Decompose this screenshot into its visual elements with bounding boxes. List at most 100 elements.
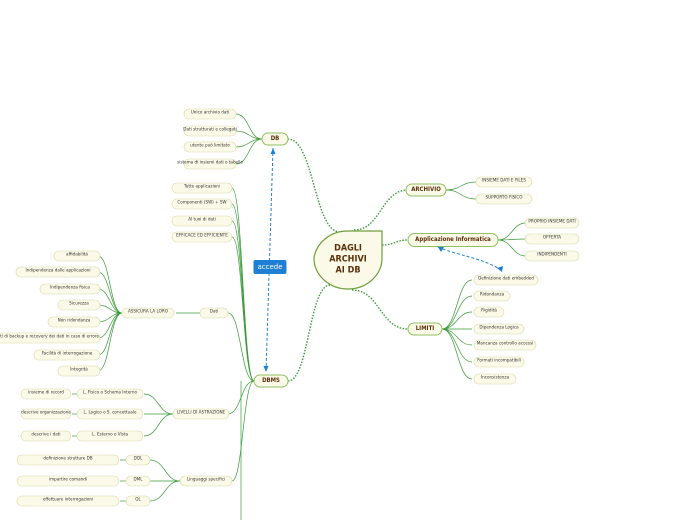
linguaggi-item-2[interactable]: QL [135, 497, 141, 503]
applicazione-item-2[interactable]: INDIPENDENTI [537, 252, 567, 258]
limiti-item-1-shape [473, 290, 511, 302]
archivio-item-1[interactable]: SUPPORTO FISICO [485, 195, 523, 201]
applicazione-item-1-shape [524, 233, 580, 245]
connector-archivio-item [445, 189, 477, 200]
db-item-3-shape [183, 158, 237, 170]
main-node-limiti[interactable]: LIMITI [415, 325, 435, 332]
connector-applicazione-item [497, 239, 527, 257]
dati-item-3[interactable]: Sicurezza [69, 301, 89, 307]
dati-item-1-shape [15, 266, 101, 278]
archivio-item-0-shape [475, 176, 533, 188]
main-node-dbms[interactable]: DBMS [262, 377, 280, 384]
connector-center-archivio [353, 189, 409, 231]
livelli-detail-0-shape [20, 388, 72, 400]
main-node-applicazione[interactable]: Applicazione Informatica [415, 236, 491, 243]
linguaggi-detail-0[interactable]: definizione strutture DB [43, 456, 93, 462]
livelli-hub[interactable]: LIVELLI DI ASTRAZIONE [176, 410, 226, 416]
limiti-item-0[interactable]: Definizione dati embedded [478, 276, 534, 282]
limiti-item-0-shape [473, 274, 539, 286]
connector-limiti-item [441, 295, 473, 330]
connector-dati-item [97, 312, 123, 356]
limiti-item-2[interactable]: Rigidità [481, 308, 497, 314]
connector-center-dbms [287, 284, 331, 382]
connector-dati-item [97, 304, 123, 314]
main-node-db[interactable]: DB [270, 135, 280, 142]
db-item-3[interactable]: sistema di insiemi dati o tabelle [177, 160, 243, 166]
limiti-item-3[interactable]: Dipendenza Logica [479, 325, 519, 331]
limiti-item-4[interactable]: Mancanza controllo accessi [476, 341, 534, 347]
dati-item-4[interactable]: Non ridondanza [57, 318, 91, 324]
connector-limiti-item [441, 328, 473, 380]
dati-item-4-shape [47, 316, 101, 328]
limiti-item-3-shape [473, 323, 525, 335]
livelli-item-0[interactable]: L. Fisico o Schema Interno [82, 390, 138, 396]
dati-item-3-shape [57, 299, 101, 311]
dati-item-7[interactable]: Integrità [70, 367, 88, 373]
applicazione-item-0[interactable]: PROPRIO INSIEME DATI [528, 219, 576, 225]
connector-linguaggi-item [149, 480, 181, 502]
linguaggi-hub-shape [179, 475, 233, 487]
dati-hub[interactable]: Dati [209, 309, 219, 315]
main-node-archivio[interactable]: ARCHIVIO [411, 186, 441, 193]
limiti-item-5[interactable]: Formati incompatibili [477, 358, 521, 364]
relationship-arrow-applicazione [438, 247, 444, 252]
linguaggi-item-0[interactable]: DDL [133, 456, 143, 462]
linguaggi-detail-1-shape [16, 475, 120, 487]
applicazione-item-1[interactable]: OFFERTA [542, 235, 562, 241]
db-item-1[interactable]: Dati strutturati e collegati [183, 127, 237, 133]
limiti-item-6-shape [473, 373, 517, 385]
relationship-arrow-tail [263, 366, 269, 372]
livelli-detail-0[interactable]: insieme di record [28, 390, 64, 396]
db-item-1-shape [183, 125, 237, 137]
db-item-2[interactable]: utente può limitato [190, 143, 230, 149]
livelli-detail-1[interactable]: descrive organizzazione [21, 410, 71, 416]
linguaggi-item-1[interactable]: DML [133, 477, 143, 483]
livelli-item-1[interactable]: L. Logico o S. concettuale [83, 410, 137, 416]
dbms-item-0-shape [171, 182, 233, 194]
dbms-item-1[interactable]: Componenti (SW) + SW [177, 200, 227, 206]
connector-dati-item [97, 255, 123, 314]
dati-item-6[interactable]: Facilità di interrogazione [41, 351, 93, 357]
dati-item-5[interactable]: strumenti di backup e recovery dei dati … [0, 334, 100, 340]
central-topic-line3: AI DB [335, 265, 361, 276]
linguaggi-detail-0-shape [16, 454, 120, 466]
db-item-2-shape [183, 141, 237, 153]
connector-limiti-item [441, 328, 473, 346]
dati-item-0-shape [53, 250, 101, 262]
relationship-arrow-head [270, 148, 276, 154]
dati-item-2[interactable]: Indipendenza fisica [50, 285, 90, 291]
archivio-item-0[interactable]: INSIEME DATI E FILES [482, 178, 526, 184]
connector-dbms-item [231, 203, 255, 382]
linguaggi-item-1-shape [125, 475, 151, 487]
linguaggi-item-0-shape [125, 454, 151, 466]
livelli-item-2[interactable]: L. Esterno o Vista [92, 432, 128, 438]
limiti-item-1[interactable]: Ridondanza [479, 292, 505, 298]
dbms-item-0[interactable]: Tutte applicazioni [183, 184, 221, 190]
connector-center-limiti [351, 289, 409, 330]
dati-item-1[interactable]: Indipendenza dalle applicazioni [25, 268, 91, 274]
central-topic-line1: DAGLI [334, 243, 362, 254]
connector-dbms-item [231, 187, 255, 382]
livelli-detail-2[interactable]: descrive i dati [31, 432, 61, 438]
relationship-label-accede[interactable]: accede [253, 260, 287, 274]
connector-dbms-item [231, 236, 255, 382]
db-item-0[interactable]: Unico archivio dati [190, 110, 230, 116]
dbms-item-2[interactable]: Al tuoi di dati [188, 217, 216, 223]
limiti-item-6[interactable]: Inconsistenza [480, 375, 510, 381]
connector-center-db [287, 138, 341, 233]
dbms-item-2-shape [171, 215, 233, 227]
livelli-detail-2-shape [20, 430, 72, 442]
connector-dbms-linguaggi [231, 380, 255, 482]
connector-dati-item [97, 312, 123, 372]
dati-item-0[interactable]: affidabilità [66, 252, 88, 258]
dbms-item-3[interactable]: EFFICACE ED EFFICIENTE [176, 233, 228, 239]
assicura-label-shape [121, 307, 175, 319]
linguaggi-hub[interactable]: Linguaggi specifici [186, 477, 226, 483]
linguaggi-detail-1[interactable]: impartire comandi [48, 477, 88, 483]
linguaggi-detail-2[interactable]: effettuare interrogazioni [42, 497, 94, 503]
dbms-item-3-shape [171, 231, 233, 243]
assicura-label[interactable]: ASSICURA LA LORO [127, 309, 169, 315]
dati-item-6-shape [33, 349, 101, 361]
linguaggi-detail-2-shape [16, 495, 120, 507]
